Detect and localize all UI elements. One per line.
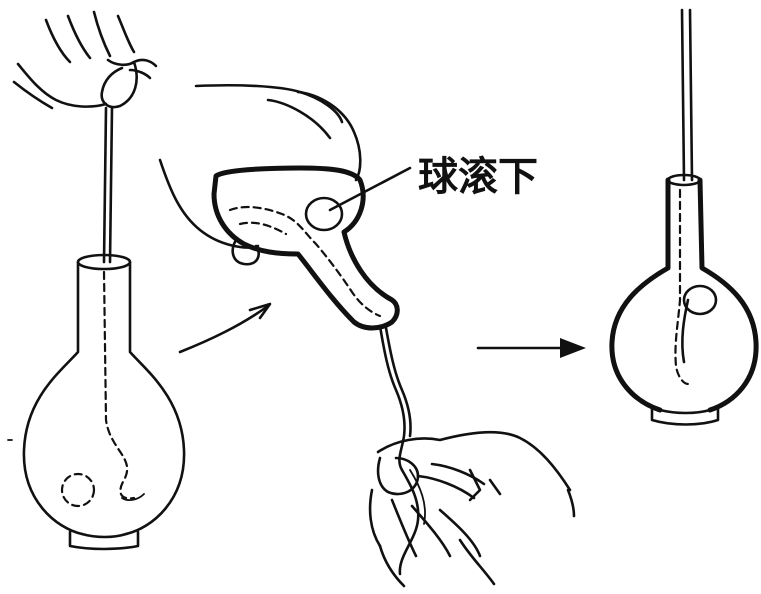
step-1-flask-group: [14, 12, 184, 549]
left-wire: [104, 108, 106, 262]
right-flask: [612, 175, 756, 425]
arrow-2: [478, 338, 586, 358]
step-3-flask-group: [612, 10, 756, 425]
right-wire: [682, 10, 684, 180]
annotation-leader-line: [330, 168, 410, 210]
arrow-1: [180, 304, 270, 352]
annotation-label: 球滚下: [418, 154, 538, 200]
upper-hand: [160, 85, 360, 264]
left-hand: [14, 12, 156, 108]
left-flask: [24, 255, 184, 549]
